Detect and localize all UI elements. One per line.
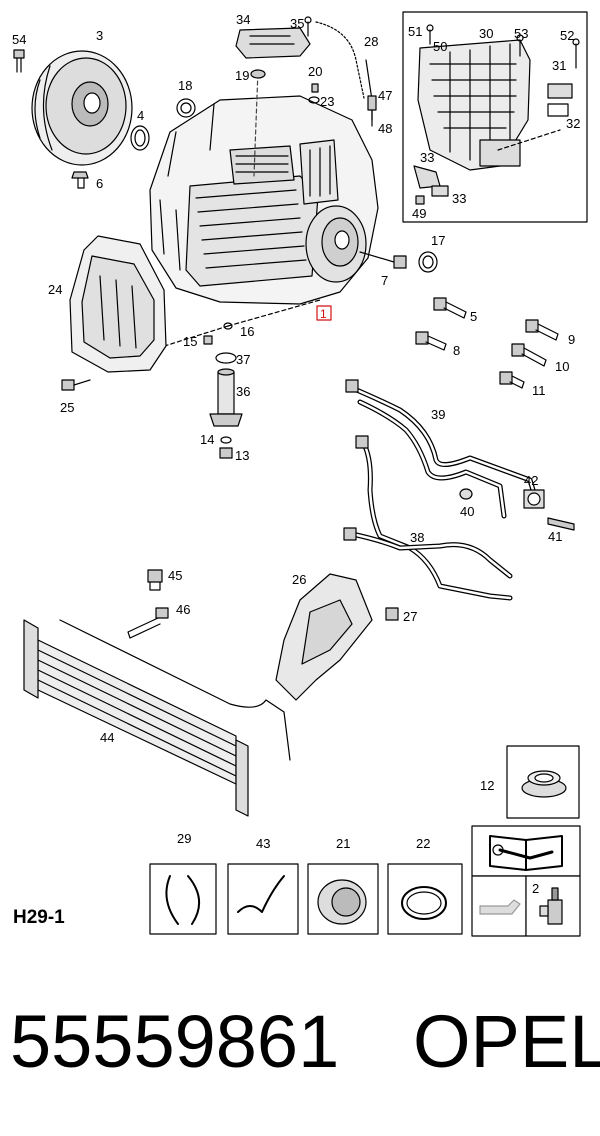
valve-body-icon <box>417 39 573 171</box>
callout-label: 27 <box>403 609 417 624</box>
callout-label: 40 <box>460 504 474 519</box>
torque-converter-icon <box>31 50 133 166</box>
callout-label: 49 <box>412 206 426 221</box>
brand-name: OPEL <box>413 1000 600 1083</box>
oil-cooler-icon <box>23 619 291 817</box>
callout-label: 32 <box>566 116 580 131</box>
callout-label: 38 <box>410 530 424 545</box>
oil-pan-icon <box>69 235 167 373</box>
callout-label: 10 <box>555 359 569 374</box>
callout-label: 22 <box>416 836 430 851</box>
callout-label: 26 <box>292 572 306 587</box>
callout-label: 11 <box>532 383 546 398</box>
section-code: H29-1 <box>13 907 65 928</box>
callout-label: 16 <box>240 324 254 339</box>
cooler-hose-icon <box>349 385 539 601</box>
oil-can-icon <box>479 899 521 915</box>
callout-label: 23 <box>320 94 334 109</box>
callout-label: 39 <box>431 407 445 422</box>
callout-label: 2 <box>532 881 539 896</box>
callout-1-label: 1 <box>320 307 327 321</box>
callout-label: 29 <box>177 831 191 846</box>
callout-label: 15 <box>183 334 197 349</box>
callout-label: 46 <box>176 602 190 617</box>
callout-label: 4 <box>137 108 144 123</box>
callout-label: 20 <box>308 64 322 79</box>
callout-label: 54 <box>12 32 26 47</box>
heat-shield-icon <box>275 573 373 701</box>
callout-label: 12 <box>480 778 494 793</box>
callout-label: 24 <box>48 282 62 297</box>
callout-label: 25 <box>60 400 74 415</box>
callout-label: 6 <box>96 176 103 191</box>
callout-label: 50 <box>433 39 447 54</box>
callout-label: 13 <box>235 448 249 463</box>
callout-label: 31 <box>552 58 566 73</box>
callout-label: 14 <box>200 432 214 447</box>
callout-label: 33 <box>452 191 466 206</box>
callout-label: 43 <box>256 836 270 851</box>
callout-label: 37 <box>236 352 250 367</box>
callout-label: 45 <box>168 568 182 583</box>
wrench-icon <box>492 844 554 860</box>
manual-book-icon <box>489 835 563 871</box>
callout-label: 48 <box>378 121 392 136</box>
callout-label: 19 <box>235 68 249 83</box>
callout-label: 18 <box>178 78 192 93</box>
callout-label: 41 <box>548 529 562 544</box>
seal-ring-icon <box>130 125 150 151</box>
callout-label: 17 <box>431 233 445 248</box>
callout-label: 33 <box>420 150 434 165</box>
callout-label: 3 <box>96 28 103 43</box>
part-number: 55559861 <box>10 1000 340 1083</box>
callout-label: 34 <box>236 12 250 27</box>
callout-label: 51 <box>408 24 422 39</box>
transmission-assembly-icon <box>149 95 379 305</box>
callout-label: 35 <box>290 16 304 31</box>
callout-label: 36 <box>236 384 250 399</box>
callout-label: 9 <box>568 332 575 347</box>
bolt-icon <box>13 49 25 73</box>
callout-label: 7 <box>381 273 388 288</box>
fluid-bottle-icon <box>539 887 563 925</box>
callout-label: 30 <box>479 26 493 41</box>
callout-label: 21 <box>336 836 350 851</box>
callout-label: 47 <box>378 88 392 103</box>
callout-label: 28 <box>364 34 378 49</box>
bolt-icon <box>415 297 559 389</box>
callout-label: 52 <box>560 28 574 43</box>
callout-label: 8 <box>453 343 460 358</box>
callout-label: 42 <box>524 473 538 488</box>
exploded-parts-diagram: 1 2 3 4 5 6 7 8 9 10 11 12 13 14 15 16 1… <box>12 11 588 937</box>
callout-label: 44 <box>100 730 114 745</box>
callout-label: 5 <box>470 309 477 324</box>
callout-label: 53 <box>514 26 528 41</box>
